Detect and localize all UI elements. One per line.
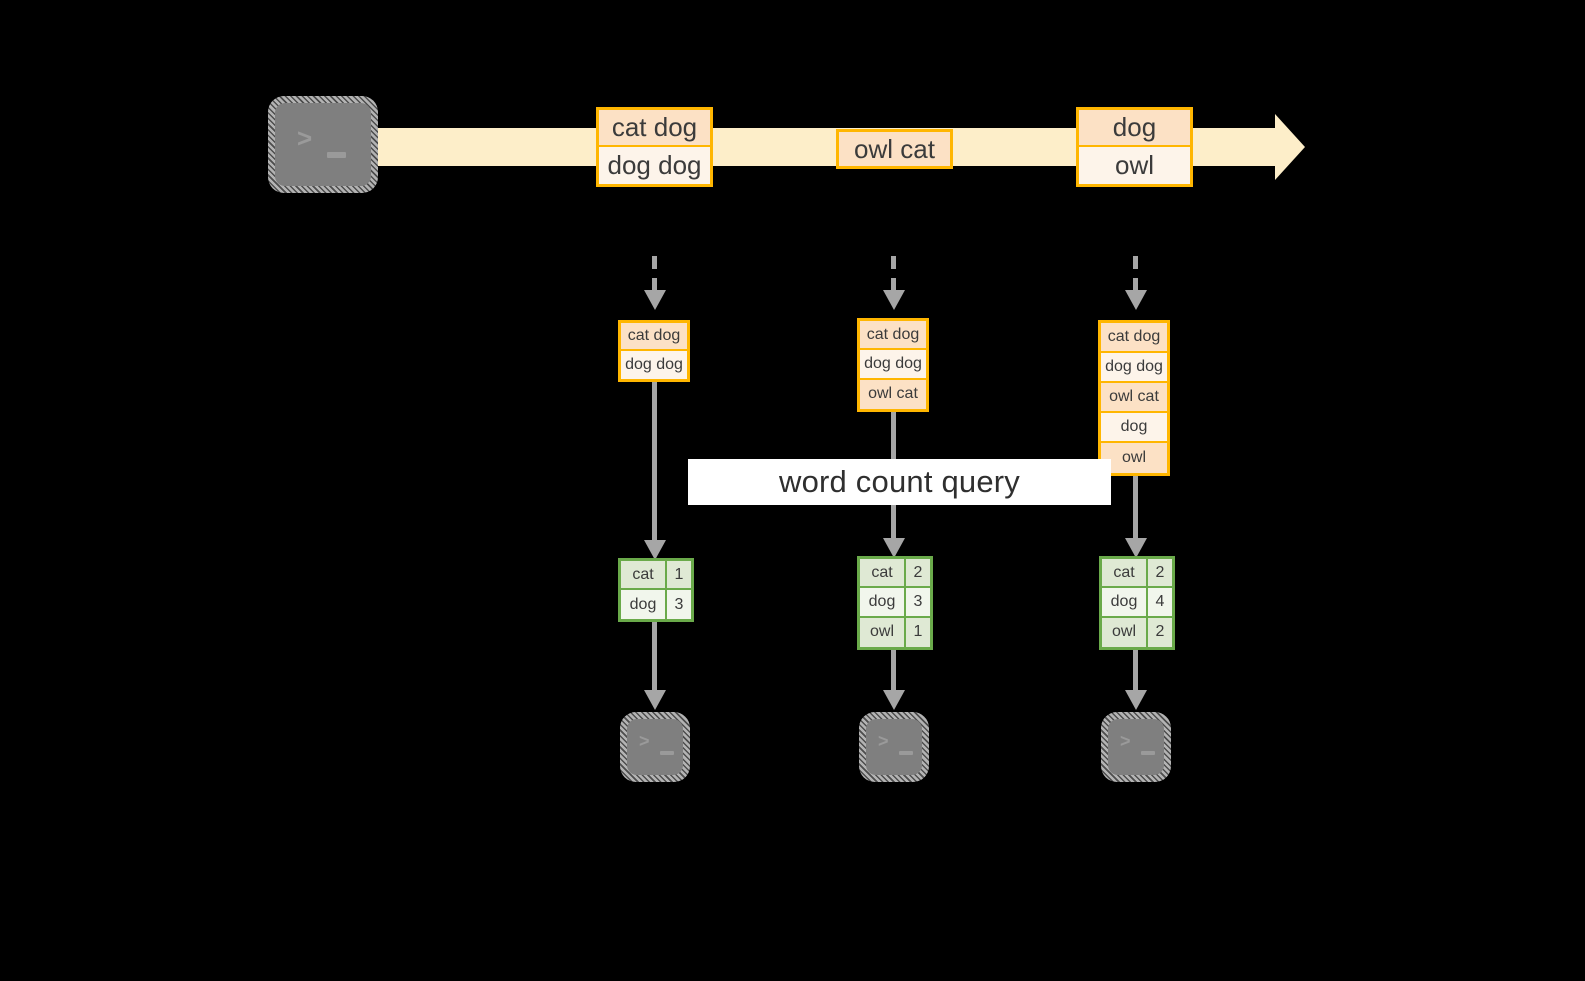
snapshot-2-sink-terminal-icon[interactable]: > [859, 712, 929, 782]
word-cell: owl [1102, 617, 1148, 647]
snapshot-1-accumulated-box[interactable]: cat dog dog dog [618, 320, 690, 382]
terminal-prompt-glyph: > [1120, 731, 1131, 751]
record-cell: dog dog [599, 147, 710, 184]
table-row: dog 4 [1102, 588, 1172, 618]
record-cell: dog [1079, 110, 1190, 148]
terminal-caret-icon [660, 751, 674, 755]
count-cell: 2 [1148, 617, 1172, 647]
snapshot-1-query-arrowhead [644, 540, 666, 560]
snapshot-1-sink-terminal-icon[interactable]: > [620, 712, 690, 782]
snapshot-2-sink-connector [891, 650, 896, 692]
snapshot-3-query-arrowhead [1125, 538, 1147, 558]
snapshot-3-sink-connector [1133, 650, 1138, 692]
count-cell: 4 [1148, 588, 1172, 616]
terminal-caret-icon [327, 152, 346, 158]
count-cell: 1 [906, 617, 930, 647]
query-banner-label: word count query [779, 464, 1020, 499]
terminal-prompt-glyph: > [297, 123, 313, 153]
accumulated-cell: dog dog [621, 351, 687, 379]
terminal-prompt-glyph: > [639, 731, 650, 751]
table-row: cat 2 [860, 559, 930, 589]
snapshot-2-accumulated-box[interactable]: cat dog dog dog owl cat [857, 318, 929, 412]
accumulated-cell: owl [1101, 443, 1167, 473]
snapshot-2-dashed-connector [891, 256, 896, 292]
terminal-caret-icon [899, 751, 913, 755]
word-cell: dog [621, 590, 667, 619]
snapshot-1-query-connector [652, 382, 657, 554]
snapshot-3-query-connector [1133, 476, 1138, 552]
accumulated-cell: dog dog [1101, 353, 1167, 383]
record-cell: owl [1079, 147, 1190, 184]
count-cell: 2 [906, 559, 930, 587]
snapshot-3-sink-terminal-icon[interactable]: > [1101, 712, 1171, 782]
snapshot-2-dashed-arrowhead [883, 290, 905, 310]
accumulated-cell: cat dog [621, 323, 687, 352]
table-row: owl 2 [1102, 617, 1172, 647]
snapshot-1-dashed-connector [652, 256, 657, 292]
record-cell: owl cat [839, 132, 950, 166]
source-terminal-icon[interactable]: > [268, 96, 378, 193]
accumulated-cell: dog dog [860, 350, 926, 380]
snapshot-1-sink-connector [652, 622, 657, 692]
record-cell: cat dog [599, 110, 710, 148]
count-cell: 2 [1148, 559, 1172, 587]
snapshot-3-dashed-connector [1133, 256, 1138, 292]
table-row: dog 3 [860, 588, 930, 618]
accumulated-cell: dog [1101, 413, 1167, 443]
word-cell: owl [860, 617, 906, 647]
snapshot-1-result-table[interactable]: cat 1 dog 3 [618, 558, 694, 622]
snapshot-3-sink-arrowhead [1125, 690, 1147, 710]
accumulated-cell: owl cat [1101, 383, 1167, 413]
terminal-body [275, 103, 371, 186]
stream-arrow-head [1275, 114, 1305, 180]
snapshot-3-dashed-arrowhead [1125, 290, 1147, 310]
table-row: cat 2 [1102, 559, 1172, 589]
snapshot-1-sink-arrowhead [644, 690, 666, 710]
count-cell: 1 [667, 561, 691, 589]
terminal-body [1108, 719, 1164, 775]
accumulated-cell: cat dog [1101, 323, 1167, 353]
table-row: cat 1 [621, 561, 691, 591]
terminal-body [866, 719, 922, 775]
snapshot-1-dashed-arrowhead [644, 290, 666, 310]
word-cell: cat [1102, 559, 1148, 587]
query-banner: word count query [688, 459, 1111, 505]
word-cell: cat [860, 559, 906, 587]
terminal-caret-icon [1141, 751, 1155, 755]
snapshot-2-query-arrowhead [883, 538, 905, 558]
stream-record-1[interactable]: cat dog dog dog [596, 107, 713, 187]
snapshot-2-sink-arrowhead [883, 690, 905, 710]
snapshot-3-accumulated-box[interactable]: cat dog dog dog owl cat dog owl [1098, 320, 1170, 476]
table-row: owl 1 [860, 617, 930, 647]
stream-record-2[interactable]: owl cat [836, 129, 953, 169]
count-cell: 3 [667, 590, 691, 619]
stream-record-3[interactable]: dog owl [1076, 107, 1193, 187]
snapshot-3-result-table[interactable]: cat 2 dog 4 owl 2 [1099, 556, 1175, 650]
word-cell: dog [1102, 588, 1148, 616]
word-cell: cat [621, 561, 667, 589]
table-row: dog 3 [621, 590, 691, 619]
terminal-prompt-glyph: > [878, 731, 889, 751]
terminal-body [627, 719, 683, 775]
accumulated-cell: cat dog [860, 321, 926, 351]
count-cell: 3 [906, 588, 930, 616]
word-cell: dog [860, 588, 906, 616]
snapshot-2-result-table[interactable]: cat 2 dog 3 owl 1 [857, 556, 933, 650]
accumulated-cell: owl cat [860, 379, 926, 409]
